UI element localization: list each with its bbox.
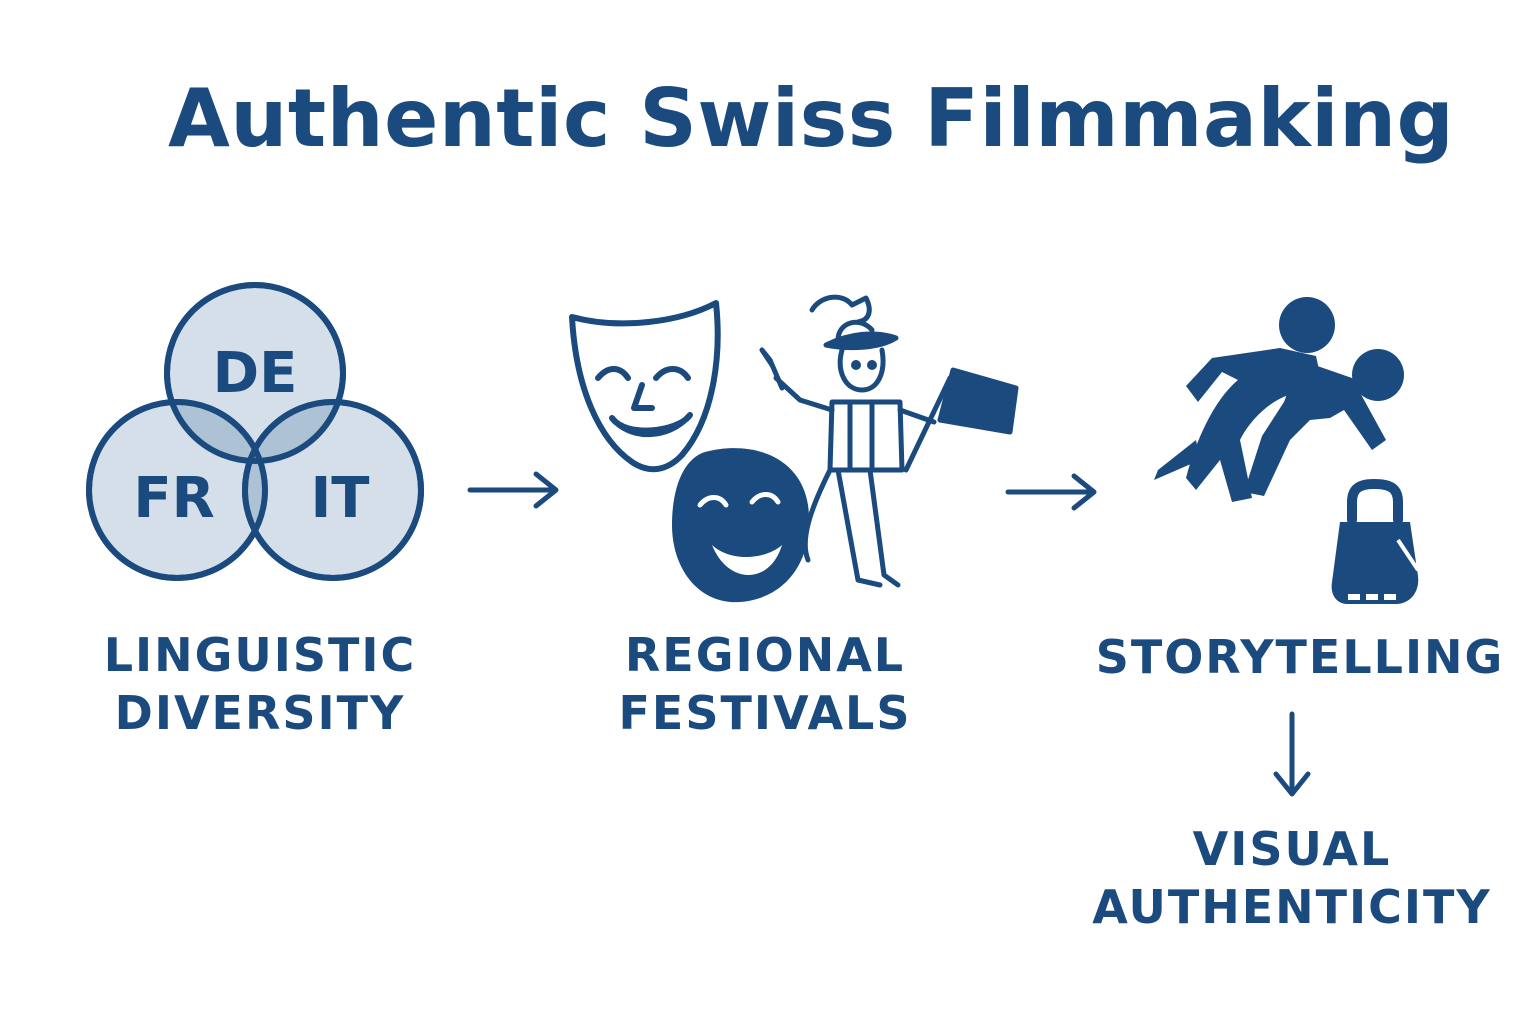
dark-mask-icon [672, 448, 810, 603]
venn-label-it: IT [310, 466, 369, 531]
linguistic-diversity-label: LINGUISTIC DIVERSITY [103, 628, 417, 740]
arrow-down-icon [1273, 711, 1311, 797]
theater-masks-and-flag-bearer-icon [569, 294, 1019, 603]
venn-label-fr: FR [133, 466, 214, 531]
venn-label-de: DE [213, 341, 298, 406]
climber-figures-icon [1154, 297, 1404, 502]
climbers-and-backpack-icon [1154, 297, 1420, 604]
arrow-right-icon [1005, 473, 1097, 511]
page-title: Authentic Swiss Filmmaking [168, 72, 1455, 165]
venn-diagram-icon: DE FR IT [86, 282, 424, 581]
arrow-right-icon [467, 471, 559, 509]
storytelling-label: STORYTELLING [1095, 630, 1505, 684]
visual-authenticity-label: VISUAL AUTHENTICITY [1092, 822, 1492, 934]
regional-festivals-label: REGIONAL FESTIVALS [618, 628, 912, 740]
flag-bearer-icon [759, 294, 1019, 588]
backpack-icon [1331, 478, 1420, 604]
comedy-mask-outline-icon [569, 300, 721, 473]
